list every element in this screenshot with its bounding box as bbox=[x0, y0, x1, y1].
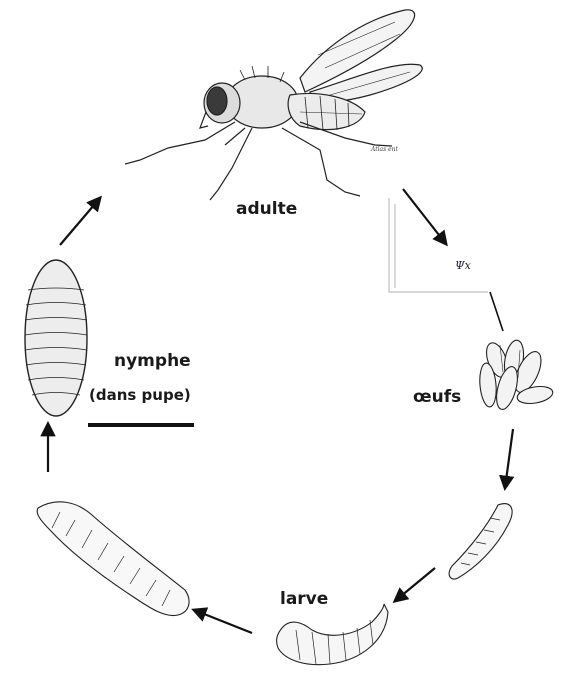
egg-detail-box bbox=[389, 198, 488, 292]
adult-fly-illustration bbox=[125, 10, 422, 200]
pupa-illustration bbox=[25, 260, 87, 416]
old-larva-illustration bbox=[37, 502, 189, 616]
eggs-illustration bbox=[478, 339, 554, 412]
arrow-eggs-to-larva bbox=[505, 429, 513, 488]
larva-illustration bbox=[277, 604, 388, 665]
stage-label-larva: larve bbox=[280, 589, 328, 609]
scale-bar bbox=[88, 423, 194, 427]
fly-credit-text: Atlas ent bbox=[370, 146, 399, 153]
arrow-adult-to-eggs bbox=[403, 189, 446, 244]
stage-label-pupa-note: (dans pupe) bbox=[89, 386, 191, 404]
arrow-pupa-to-adult bbox=[60, 198, 100, 245]
stage-label-pupa: nymphe bbox=[114, 351, 191, 371]
arrow-young-larva-to-larva bbox=[395, 568, 435, 601]
arrow-larva-to-old-larva bbox=[194, 610, 252, 633]
egg-detail-text: Ψx bbox=[455, 259, 471, 272]
stage-label-eggs: œufs bbox=[413, 387, 461, 407]
egg-detail-pointer bbox=[490, 292, 503, 331]
young-larva-illustration bbox=[449, 504, 512, 579]
stage-label-adult: adulte bbox=[236, 199, 297, 219]
